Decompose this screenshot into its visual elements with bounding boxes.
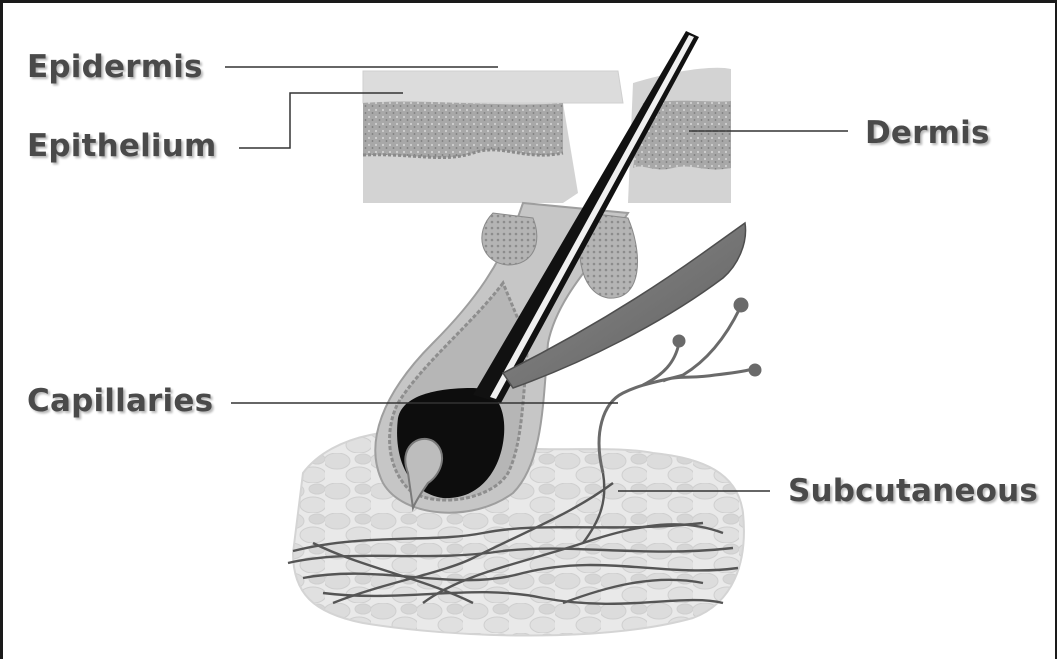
label-dermis: Dermis (865, 115, 990, 151)
label-epithelium: Epithelium (27, 128, 217, 164)
hair-follicle-illustration (3, 3, 1055, 659)
label-capillaries: Capillaries (27, 383, 213, 419)
skin-layers (363, 68, 731, 203)
label-epidermis: Epidermis (27, 49, 203, 85)
label-subcutaneous: Subcutaneous (788, 473, 1038, 509)
